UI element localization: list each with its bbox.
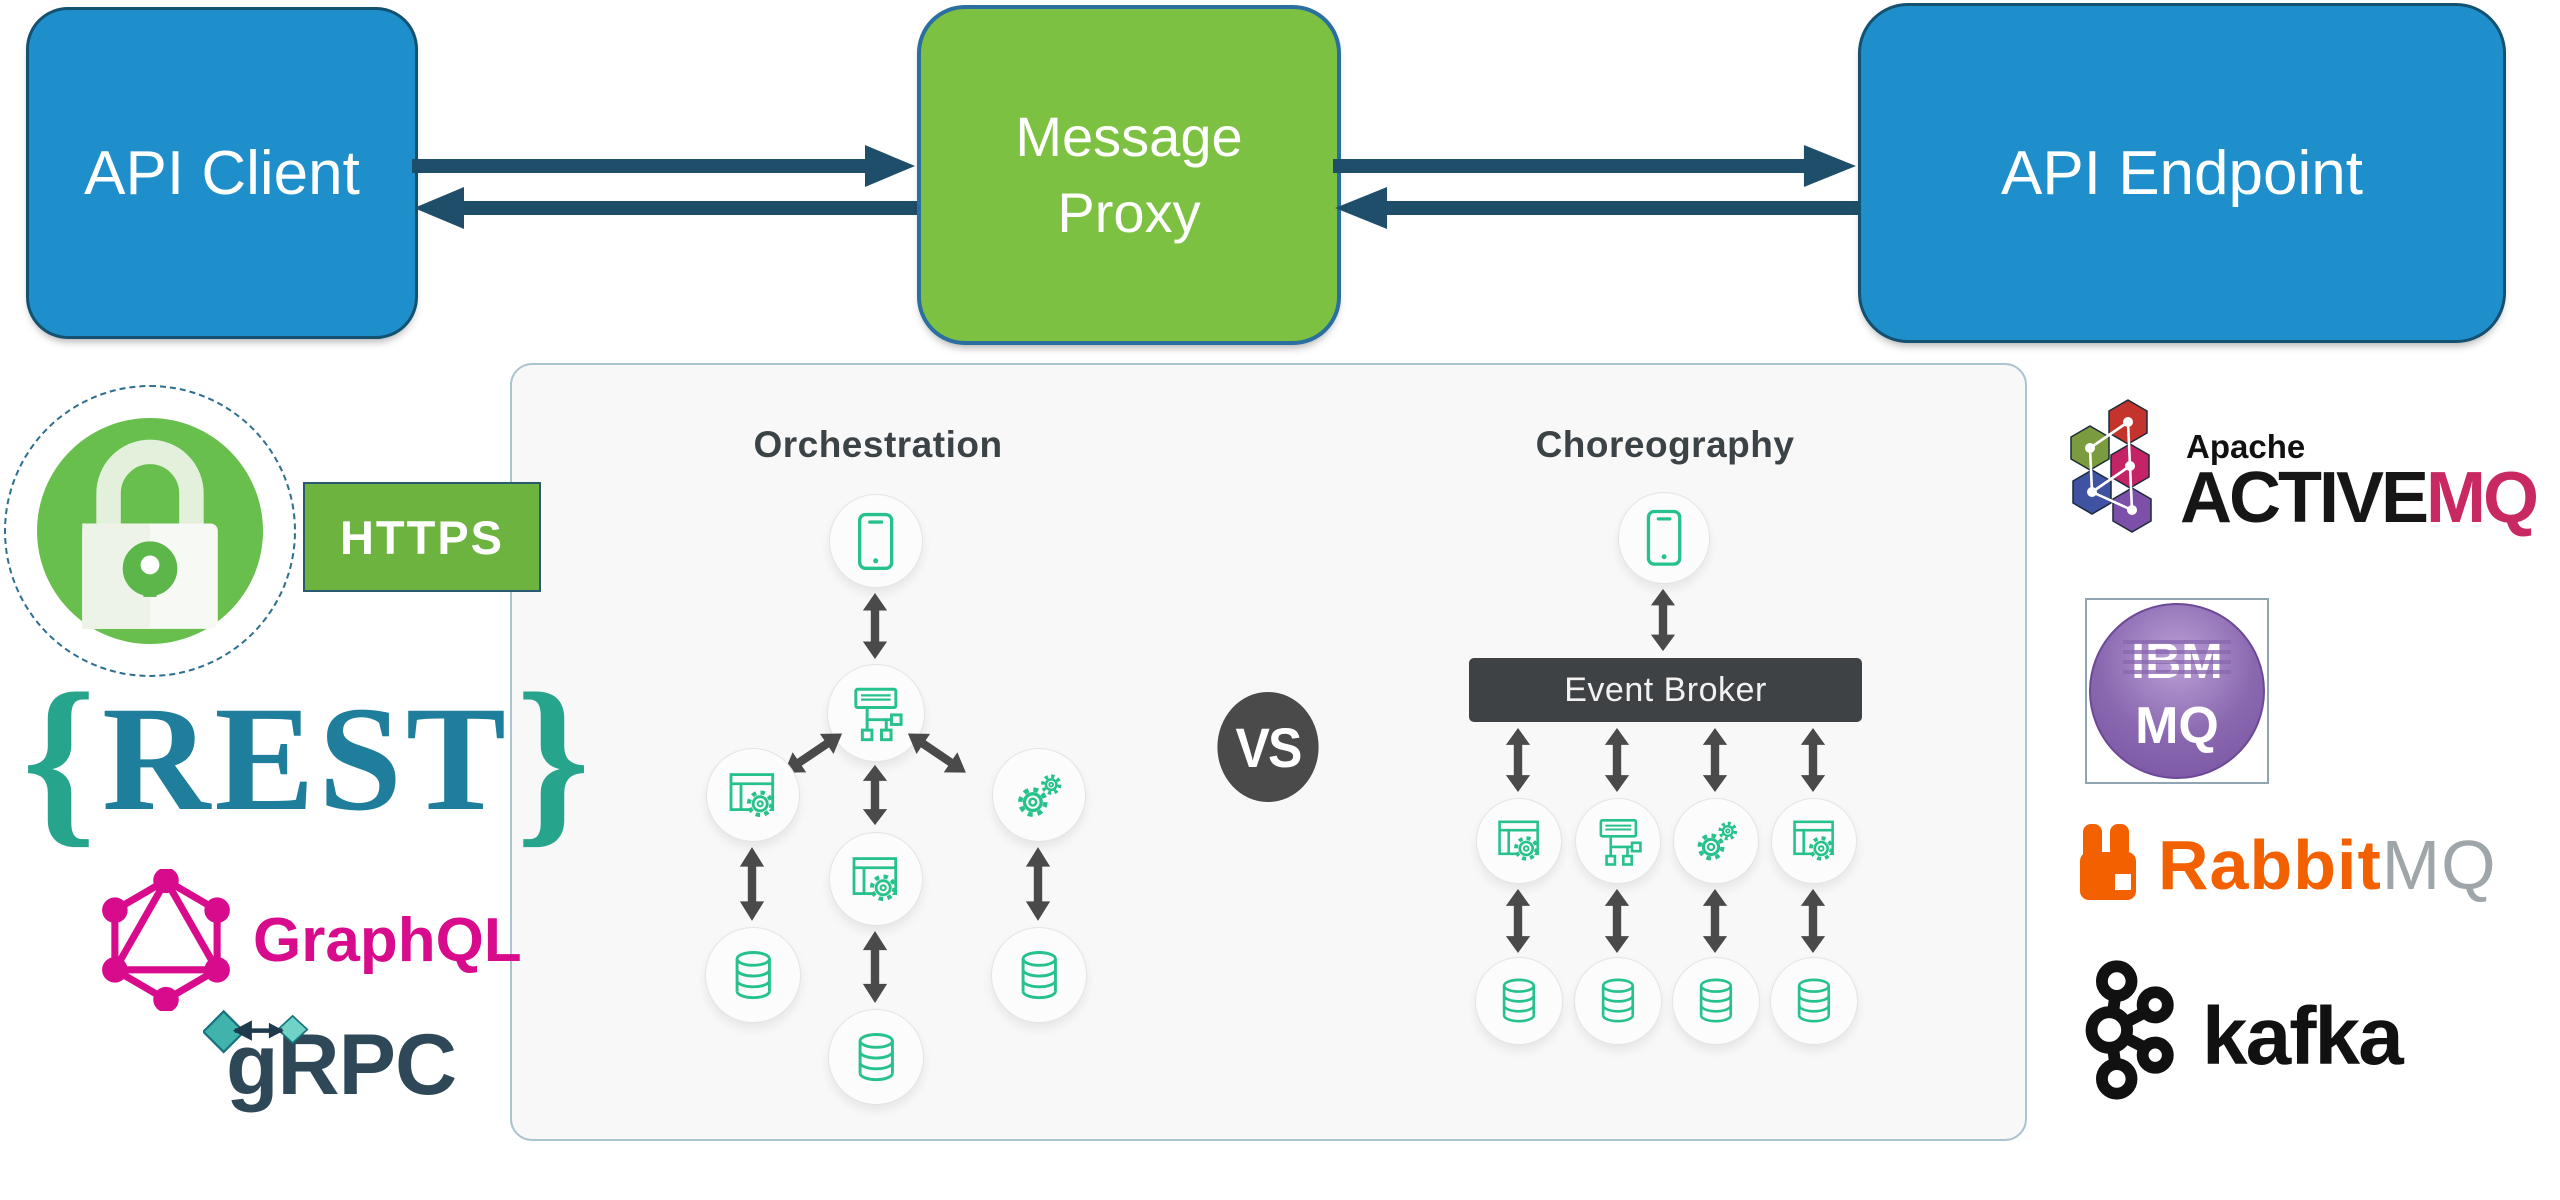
endpoint-to-proxy-arrow-icon: [1335, 187, 1858, 229]
event-broker-label: Event Broker: [1564, 670, 1767, 709]
api-client-label: API Client: [84, 138, 360, 208]
double-arrow-icon: [1800, 727, 1826, 793]
database-icon: [1012, 945, 1067, 1005]
orchestrator-node: [827, 664, 925, 762]
event-broker-bar: Event Broker: [1469, 658, 1862, 722]
activemq-name-black: ACTIVE: [2180, 458, 2429, 538]
double-arrow-icon: [1025, 847, 1051, 921]
double-arrow-icon: [1650, 588, 1676, 652]
api-endpoint-box: API Endpoint: [1858, 3, 2506, 343]
graphql-icon: [102, 869, 230, 1011]
choreography-database-node-3: [1672, 957, 1760, 1045]
kafka-label: kafka: [2202, 991, 2404, 1082]
rest-close-brace: }: [515, 654, 591, 863]
orchestration-title: Orchestration: [753, 424, 1003, 465]
activemq-name-accent: MQ: [2426, 458, 2539, 538]
choreography-service-node-2: [1575, 798, 1661, 884]
orchestration-database-node-left: [705, 927, 801, 1023]
choreography-title: Choreography: [1535, 424, 1795, 465]
rest-open-brace: {: [22, 654, 97, 863]
rabbitmq-name-orange: Rabbit: [2158, 826, 2382, 904]
orchestration-database-node-bottom: [828, 1009, 924, 1105]
database-icon: [726, 945, 781, 1005]
double-arrow-icon: [1702, 727, 1728, 793]
database-icon: [849, 1027, 904, 1087]
double-arrow-icon: [1505, 888, 1531, 954]
orchestration-phone-node: [829, 494, 923, 588]
vs-badge: VS: [1217, 692, 1319, 802]
service-icon: [849, 850, 902, 909]
smartphone-icon: [1638, 509, 1690, 567]
orchestration-gears-node-right: [992, 748, 1086, 842]
service-icon: [1790, 814, 1839, 868]
smartphone-icon: [849, 512, 902, 571]
ibm-mq-logo: IBM MQ: [2085, 598, 2269, 784]
grpc-arrow-icon: [203, 1009, 309, 1054]
double-arrow-icon: [739, 847, 765, 921]
https-badge: HTTPS: [303, 482, 541, 592]
database-icon: [1789, 973, 1839, 1028]
rest-label: REST: [102, 676, 510, 842]
choreography-phone-node: [1618, 492, 1710, 584]
double-arrow-icon: [1604, 888, 1630, 954]
activemq-logo: ACTIVEMQ: [2180, 462, 2539, 534]
gears-icon: [1692, 814, 1741, 868]
activemq-hexagons-icon: [2070, 399, 2152, 533]
database-icon: [1494, 973, 1544, 1028]
database-icon: [1691, 973, 1741, 1028]
double-arrow-icon: [1505, 727, 1531, 793]
service-icon: [726, 766, 779, 825]
service-icon: [1495, 814, 1544, 868]
proxy-to-client-arrow-icon: [414, 187, 917, 229]
double-arrow-icon: [862, 592, 888, 660]
vs-label: VS: [1235, 715, 1302, 779]
rabbitmq-name-gray: MQ: [2381, 826, 2497, 904]
grpc-label: gRPC: [226, 1017, 457, 1113]
orchestration-service-node-middle: [829, 832, 923, 926]
orchestrator-icon: [848, 682, 904, 743]
double-arrow-icon: [862, 931, 888, 1003]
rabbitmq-icon: [2080, 824, 2136, 900]
message-proxy-label: Message Proxy: [1015, 105, 1243, 244]
double-arrow-icon: [862, 764, 888, 826]
double-arrow-icon: [1604, 727, 1630, 793]
api-client-box: API Client: [26, 7, 418, 339]
choreography-database-node-4: [1770, 957, 1858, 1045]
orchestrator-icon: [1594, 814, 1643, 868]
ibm-mq-bottom-label: MQ: [2135, 697, 2219, 755]
choreography-service-node-1: [1476, 798, 1562, 884]
graphql-logo: GraphQL: [95, 868, 522, 1012]
choreography-database-node-1: [1475, 957, 1563, 1045]
choreography-service-node-3: [1673, 798, 1759, 884]
database-icon: [1593, 973, 1643, 1028]
rabbitmq-logo: RabbitMQ: [2158, 830, 2497, 900]
rest-logo: { REST }: [22, 664, 590, 854]
api-endpoint-label: API Endpoint: [2001, 138, 2363, 208]
choreography-service-node-4: [1771, 798, 1857, 884]
double-arrow-icon: [1800, 888, 1826, 954]
message-proxy-box: Message Proxy: [917, 5, 1341, 345]
orchestration-service-node-left: [706, 748, 800, 842]
activemq-apache-label: Apache: [2186, 428, 2306, 465]
graphql-label: GraphQL: [253, 905, 522, 975]
https-label: HTTPS: [339, 510, 505, 564]
double-arrow-icon: [1702, 888, 1728, 954]
kafka-icon: [2085, 960, 2174, 1100]
orchestration-database-node-right: [991, 927, 1087, 1023]
choreography-database-node-2: [1574, 957, 1662, 1045]
gears-icon: [1012, 766, 1065, 825]
padlock-icon: [82, 439, 218, 629]
